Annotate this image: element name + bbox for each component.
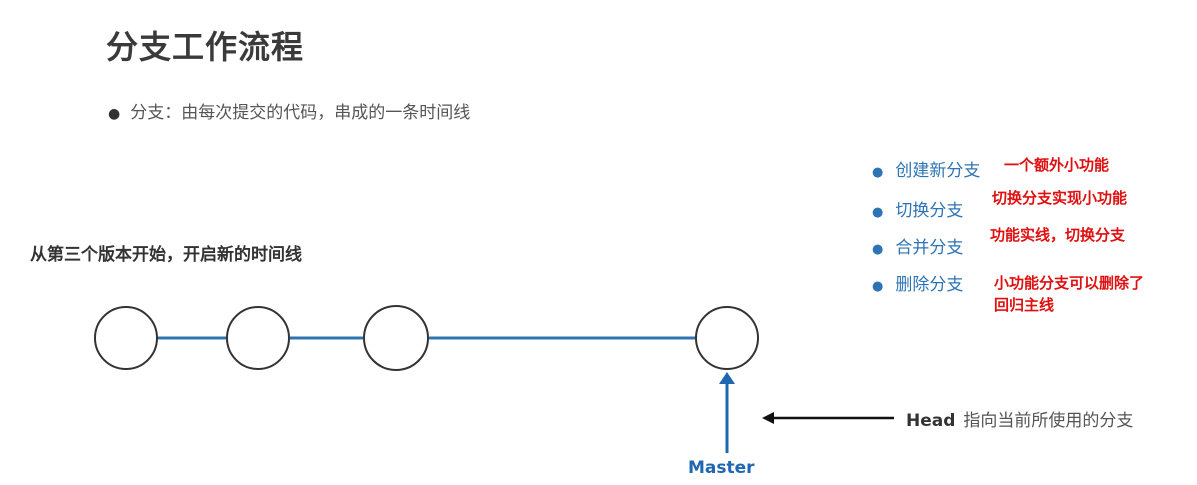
definition-bullet: ● 分支：由每次提交的代码，串成的一条时间线 bbox=[108, 98, 470, 123]
bullet-dot-icon: ● bbox=[872, 165, 884, 180]
bullet-dot-icon: ● bbox=[872, 279, 884, 294]
note-create-branch: 一个额外小功能 bbox=[1004, 156, 1110, 174]
note-merge-branch: 功能实线，切换分支 bbox=[990, 226, 1126, 244]
head-pointer-label: Head 指向当前所使用的分支 bbox=[906, 406, 1133, 431]
op-create-branch: ● 创建新分支 bbox=[872, 156, 980, 181]
op-label: 删除分支 bbox=[895, 275, 964, 295]
head-description: 指向当前所使用的分支 bbox=[963, 411, 1134, 431]
op-label: 切换分支 bbox=[895, 201, 964, 221]
timeline-subtitle: 从第三个版本开始，开启新的时间线 bbox=[30, 245, 302, 265]
op-merge-branch: ● 合并分支 bbox=[872, 233, 963, 258]
definition-text: 分支：由每次提交的代码，串成的一条时间线 bbox=[130, 103, 471, 123]
op-switch-branch: ● 切换分支 bbox=[872, 196, 963, 221]
head-arrowhead-icon bbox=[762, 412, 774, 424]
note-switch-branch: 切换分支实现小功能 bbox=[992, 189, 1128, 207]
master-label: Master bbox=[688, 458, 755, 478]
bullet-dot-icon: ● bbox=[872, 205, 884, 220]
bullet-dot-icon: ● bbox=[108, 106, 121, 122]
op-label: 创建新分支 bbox=[895, 161, 981, 181]
commit-node-2 bbox=[226, 306, 290, 370]
head-label: Head bbox=[906, 411, 956, 431]
note-delete-branch: 小功能分支可以删除了 回归主线 bbox=[994, 274, 1145, 314]
op-label: 合并分支 bbox=[895, 238, 964, 258]
commit-node-3 bbox=[363, 305, 429, 371]
master-arrowhead-icon bbox=[719, 372, 735, 384]
commit-node-4 bbox=[695, 306, 759, 370]
bullet-dot-icon: ● bbox=[872, 242, 884, 257]
commit-node-1 bbox=[94, 306, 158, 370]
page-title: 分支工作流程 bbox=[106, 28, 305, 66]
op-delete-branch: ● 删除分支 bbox=[872, 270, 963, 295]
